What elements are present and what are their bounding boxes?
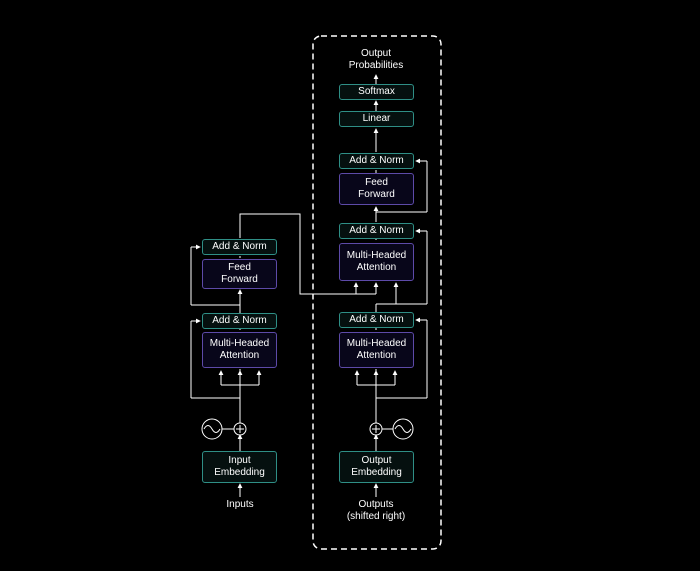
decoder-container <box>312 35 442 550</box>
plus-circle-icon <box>369 422 383 436</box>
decoder-feed-forward: Feed Forward <box>339 173 414 205</box>
sine-wave-icon <box>392 418 414 440</box>
encoder-add-norm-bottom: Add & Norm <box>202 313 277 329</box>
encoder-input-embedding: Input Embedding <box>202 451 277 483</box>
encoder-inputs-label: Inputs <box>226 499 254 510</box>
decoder-outputs-label: Outputs (shifted right) <box>346 499 406 522</box>
sine-wave-icon <box>201 418 223 440</box>
decoder-cross-attention: Multi-Headed Attention <box>339 243 414 281</box>
decoder-self-attention: Multi-Headed Attention <box>339 332 414 368</box>
encoder-add-norm-top: Add & Norm <box>202 239 277 255</box>
decoder-add-norm-bottom: Add & Norm <box>339 312 414 328</box>
output-probabilities-label: Output Probabilities <box>348 48 404 71</box>
encoder-feed-forward: Feed Forward <box>202 259 277 289</box>
decoder-softmax: Softmax <box>339 84 414 100</box>
decoder-add-norm-top: Add & Norm <box>339 153 414 169</box>
decoder-add-norm-mid: Add & Norm <box>339 223 414 239</box>
decoder-output-embedding: Output Embedding <box>339 451 414 483</box>
encoder-attention: Multi-Headed Attention <box>202 332 277 368</box>
plus-circle-icon <box>233 422 247 436</box>
decoder-linear: Linear <box>339 111 414 127</box>
